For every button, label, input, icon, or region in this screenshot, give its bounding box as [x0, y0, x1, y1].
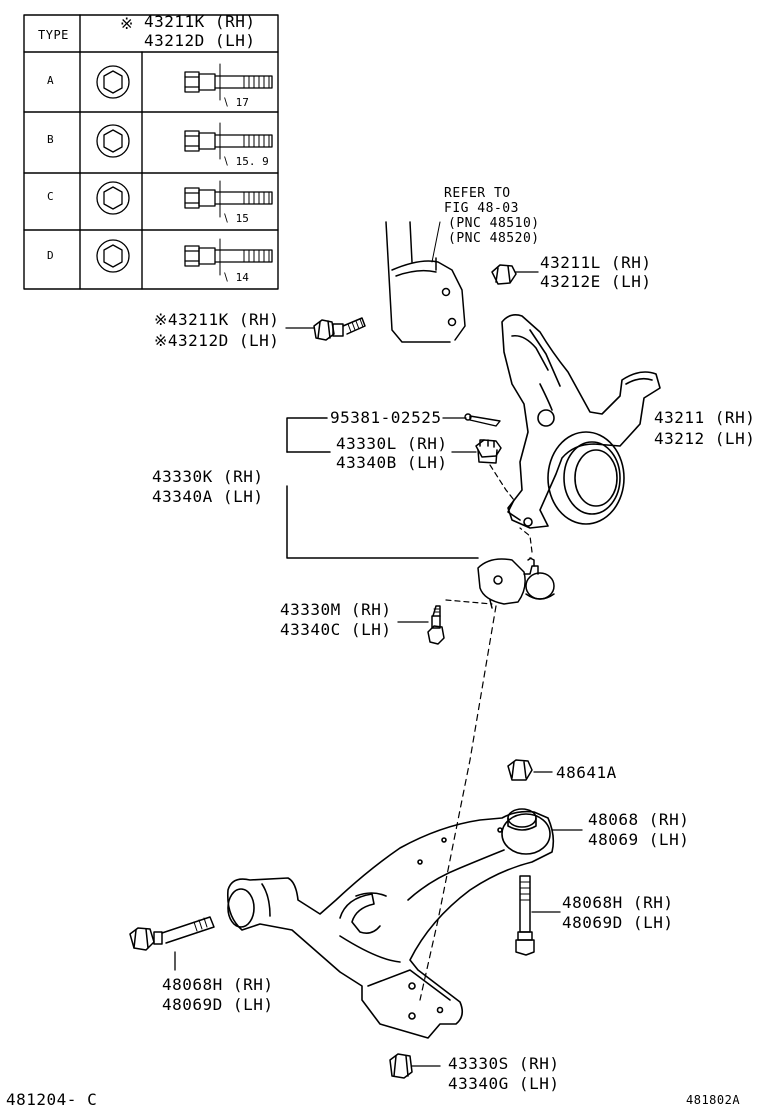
label-43340a-lh: 43340A (LH)	[152, 487, 264, 506]
table-row-d-dim: ∖ 14	[222, 271, 249, 284]
table-row-c-dim: ∖ 15	[222, 212, 249, 225]
table-row-d-type: D	[47, 249, 54, 262]
washer-icon	[96, 124, 130, 158]
table-header-part-rh: 43211K (RH)	[144, 12, 256, 31]
label-43212-lh: 43212 (LH)	[654, 429, 756, 448]
nut-43330s-drawing	[389, 1053, 413, 1079]
label-43211-rh: 43211 (RH)	[654, 408, 756, 427]
steering-knuckle-drawing	[501, 314, 661, 529]
table-row-a-drawing	[96, 63, 273, 101]
label-43330m-rh: 43330M (RH)	[280, 600, 392, 619]
bolt-48068h-left-drawing	[129, 916, 215, 951]
label-48068h-rh-right: 48068H (RH)	[562, 893, 674, 912]
washer-icon	[96, 65, 130, 99]
label-48069d-lh-left: 48069D (LH)	[162, 995, 274, 1014]
label-43340c-lh: 43340C (LH)	[280, 620, 392, 639]
table-row-b-drawing	[96, 122, 273, 160]
table-row-a-type: A	[47, 74, 54, 87]
label-43340b-lh: 43340B (LH)	[336, 453, 448, 472]
bolt-type-table	[23, 14, 279, 290]
bolt-48068h-right-drawing	[515, 875, 535, 956]
label-43212d-lh: ※43212D (LH)	[154, 331, 280, 350]
refer-line-2: FIG 48-03	[444, 201, 519, 216]
strut-outline	[385, 221, 466, 343]
bolt-43330m-drawing	[427, 605, 445, 645]
nut-43211l-drawing	[491, 264, 517, 285]
bolt-43211k-drawing	[313, 317, 366, 341]
refer-line-4: (PNC 48520)	[448, 231, 540, 246]
table-row-c-type: C	[47, 190, 54, 203]
label-48641a: 48641A	[556, 763, 617, 782]
dashed-line-main	[419, 605, 497, 1001]
table-row-c-drawing	[96, 180, 273, 218]
nut-48641a-drawing	[507, 759, 533, 781]
refer-line-3: (PNC 48510)	[448, 216, 540, 231]
dashed-line-ball-joint	[519, 527, 533, 553]
refer-leader-line	[431, 221, 441, 263]
lower-control-arm-drawing	[226, 808, 555, 1039]
label-48069d-lh-right: 48069D (LH)	[562, 913, 674, 932]
label-43330k-rh: 43330K (RH)	[152, 467, 264, 486]
castle-nut-drawing	[475, 439, 502, 464]
label-43212e-lh: 43212E (LH)	[540, 272, 652, 291]
table-header-type: TYPE	[38, 28, 69, 42]
dashed-line-nut	[489, 464, 515, 501]
table-row-b-type: B	[47, 133, 54, 146]
label-48068-rh: 48068 (RH)	[588, 810, 690, 829]
label-43330s-rh: 43330S (RH)	[448, 1054, 560, 1073]
washer-icon	[96, 181, 130, 215]
ball-joint-drawing	[477, 557, 555, 609]
label-43211l-rh: 43211L (RH)	[540, 253, 652, 272]
label-43330l-rh: 43330L (RH)	[336, 434, 448, 453]
washer-icon	[96, 239, 130, 273]
footer-right-code: 481802A	[686, 1093, 741, 1107]
footer-left-code: 481204- C	[6, 1090, 98, 1109]
label-48069-lh: 48069 (LH)	[588, 830, 690, 849]
label-cotter-pin: 95381-02525	[330, 408, 442, 427]
table-header-note-mark: ※	[120, 14, 134, 33]
dashed-line-bolt	[445, 599, 493, 605]
ball-joint-bracket-lower	[286, 485, 479, 559]
table-row-a-dim: ∖ 17	[222, 96, 249, 109]
refer-line-1: REFER TO	[444, 186, 511, 201]
table-header-part-lh: 43212D (LH)	[144, 31, 256, 50]
label-43211k-rh: ※43211K (RH)	[154, 310, 280, 329]
label-43340g-lh: 43340G (LH)	[448, 1074, 560, 1093]
cotter-pin-drawing	[464, 413, 501, 427]
table-row-d-drawing	[96, 238, 273, 276]
table-row-b-dim: ∖ 15. 9	[222, 155, 269, 168]
label-48068h-rh-left: 48068H (RH)	[162, 975, 274, 994]
ball-joint-bracket	[286, 417, 328, 453]
